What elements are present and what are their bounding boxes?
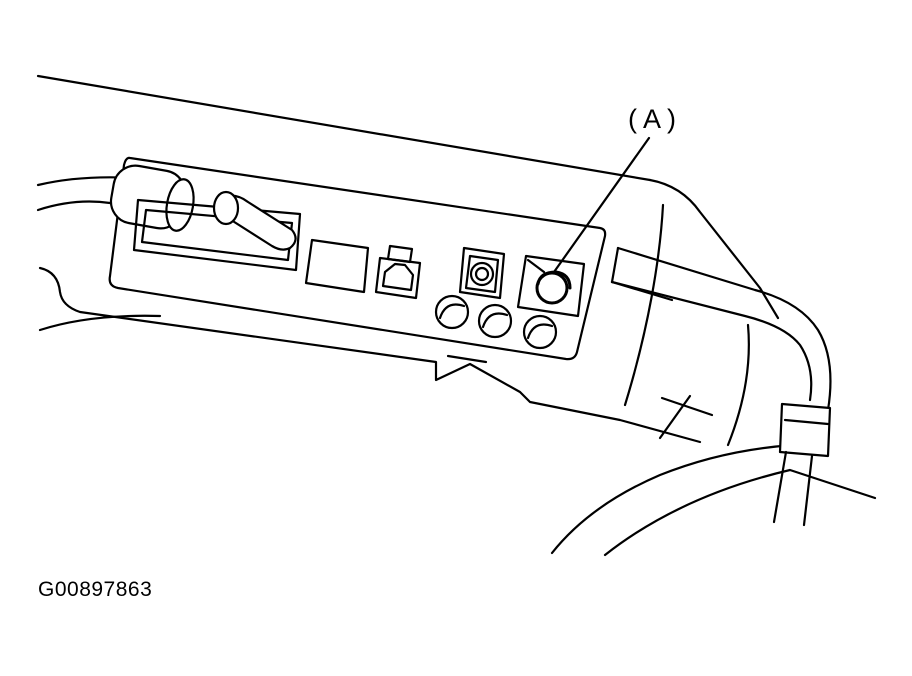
bottom-sweep-curve-2: [603, 468, 877, 557]
lower-edge-short-2: [658, 394, 692, 440]
lower-edge-short: [660, 396, 714, 417]
target-socket-a: [516, 254, 586, 318]
harness-strap: [610, 246, 832, 527]
panel-face-outline: [108, 156, 607, 361]
multi-pin-connector: [132, 190, 302, 272]
rectangular-port: [304, 238, 370, 294]
power-socket: [458, 246, 506, 300]
left-cable-boot: [109, 164, 195, 232]
modular-jack: [374, 244, 422, 300]
callout-leader-line: [552, 136, 651, 274]
left-cable-lower: [36, 200, 112, 212]
lower-step: [446, 354, 488, 364]
round-jack-2: [477, 303, 513, 339]
upper-panel-edge: [36, 74, 652, 182]
figure-id: G00897863: [38, 578, 153, 601]
lower-left-curve: [38, 314, 162, 332]
right-panel-lower-edge: [726, 323, 750, 447]
callout-label-a: ( A ): [628, 104, 676, 134]
lower-body-edge: [38, 266, 702, 444]
bottom-sweep-curve: [550, 442, 822, 555]
right-panel-inner-edge: [623, 203, 665, 407]
round-jack-1: [434, 294, 470, 330]
right-panel-body: [648, 178, 780, 320]
round-jack-3: [522, 314, 558, 350]
